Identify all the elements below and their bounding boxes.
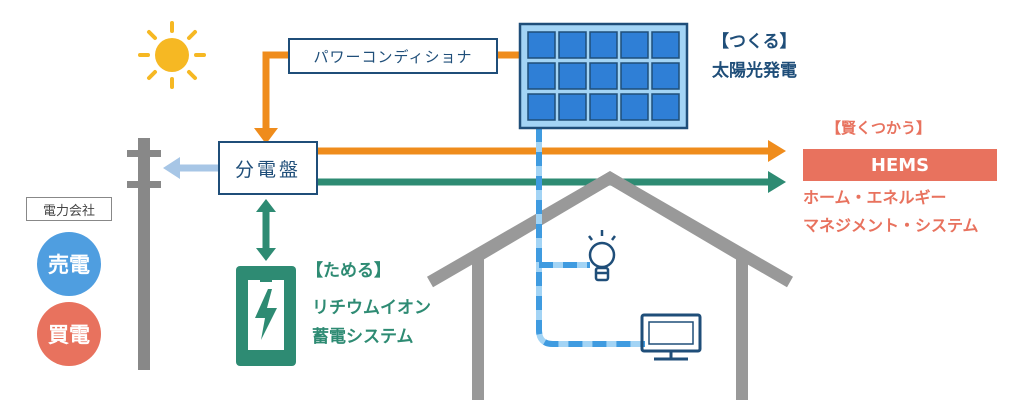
solar-cell bbox=[620, 93, 649, 121]
power-conditioner-label: パワーコンディショナ bbox=[313, 47, 473, 66]
hems-desc-line2: マネジメント・システム bbox=[803, 216, 979, 235]
tv-monitor-icon bbox=[640, 313, 702, 361]
sun-icon bbox=[138, 21, 206, 89]
storage-line2: 蓄電システム bbox=[312, 327, 414, 347]
buy-electricity-badge: 買電 bbox=[37, 302, 101, 366]
down-arrow-to-distribution-board bbox=[254, 128, 278, 144]
distribution-board-label: 分電盤 bbox=[234, 158, 301, 181]
solar-tag: 【つくる】 bbox=[712, 32, 797, 52]
power-company-label: 電力会社 bbox=[42, 203, 95, 219]
solar-cell bbox=[651, 62, 680, 90]
solar-cell bbox=[558, 62, 587, 90]
solar-to-conditioner-line bbox=[262, 51, 520, 132]
solar-cell bbox=[651, 93, 680, 121]
sell-electricity-label: 売電 bbox=[48, 253, 90, 277]
utility-pole-icon bbox=[127, 138, 161, 370]
house-wiring bbox=[536, 128, 645, 347]
solar-cell bbox=[558, 93, 587, 121]
hems-desc-line1: ホーム・エネルギー bbox=[803, 188, 947, 207]
solar-name: 太陽光発電 bbox=[712, 61, 797, 81]
solar-cell bbox=[558, 31, 587, 59]
solar-cell bbox=[589, 93, 618, 121]
solar-cell bbox=[620, 62, 649, 90]
solar-cell bbox=[651, 31, 680, 59]
house-icon bbox=[426, 171, 794, 400]
solar-cell bbox=[589, 62, 618, 90]
battery-icon bbox=[236, 199, 296, 366]
solar-cell bbox=[527, 31, 556, 59]
distribution-board-box: 分電盤 bbox=[218, 141, 318, 195]
solar-cell bbox=[589, 31, 618, 59]
orange-arrow-head bbox=[768, 140, 786, 162]
sell-electricity-badge: 売電 bbox=[37, 232, 101, 296]
green-arrow-head bbox=[768, 171, 786, 193]
power-conditioner-box: パワーコンディショナ bbox=[288, 38, 498, 74]
buy-electricity-label: 買電 bbox=[48, 323, 90, 347]
light-bulb-icon bbox=[588, 230, 616, 282]
power-company-label-box: 電力会社 bbox=[26, 197, 112, 221]
hems-badge-text: HEMS bbox=[870, 154, 930, 176]
storage-tag: 【ためる】 bbox=[306, 261, 391, 281]
solar-cell bbox=[527, 62, 556, 90]
storage-line1: リチウムイオン bbox=[312, 298, 431, 318]
solar-panel-icon bbox=[518, 22, 689, 130]
solar-cell bbox=[620, 31, 649, 59]
hems-tag: 【賢くつかう】 bbox=[826, 119, 932, 137]
hems-badge: HEMS bbox=[803, 149, 997, 181]
sell-arrow-head bbox=[163, 157, 180, 179]
solar-cell bbox=[527, 93, 556, 121]
